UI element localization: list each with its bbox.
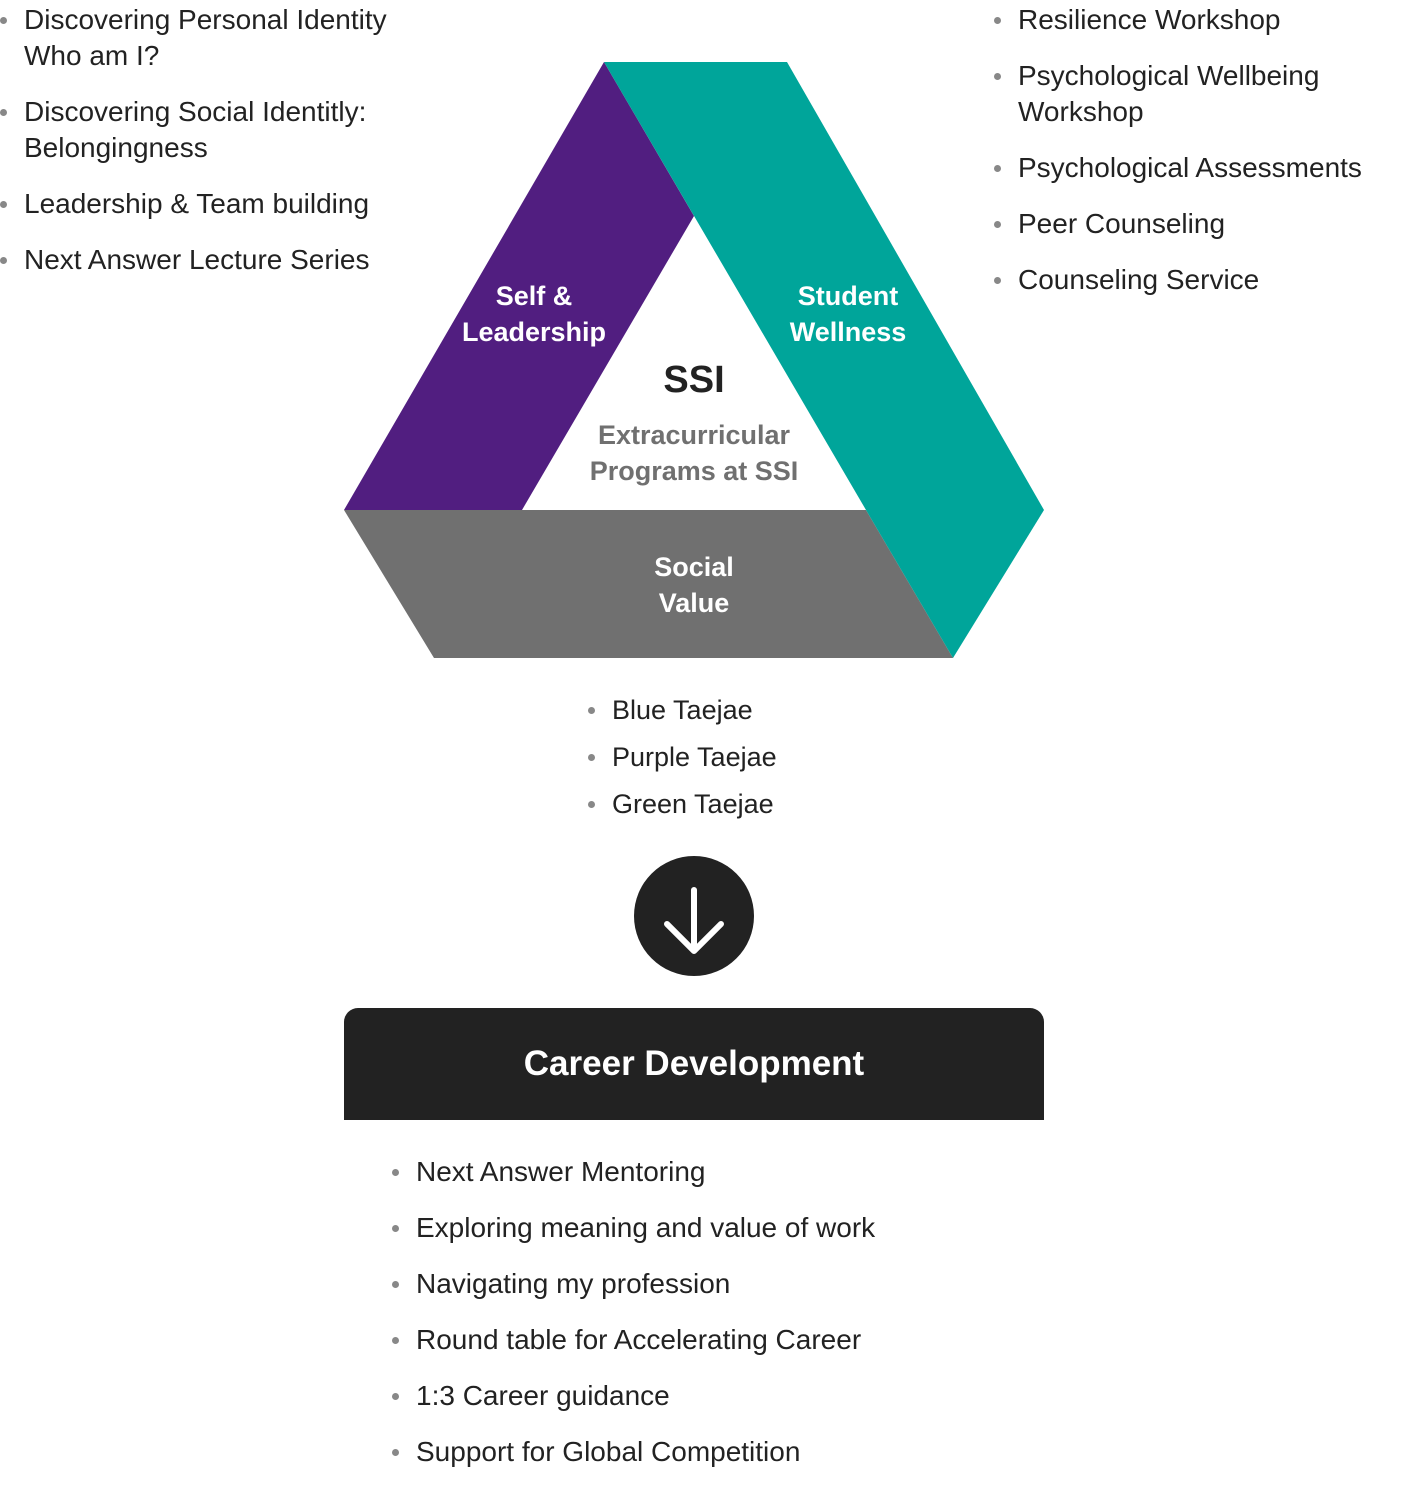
list-item: Psychological Wellbeing Workshop bbox=[994, 58, 1378, 130]
list-item: Blue Taejae bbox=[588, 692, 888, 728]
list-item: Exploring meaning and value of work bbox=[392, 1210, 1012, 1246]
social-value-program-list: Blue Taejae Purple Taejae Green Taejae bbox=[588, 692, 888, 833]
list-item: Discovering Personal Identity Who am I? bbox=[0, 2, 444, 74]
career-program-list: Next Answer Mentoring Exploring meaning … bbox=[392, 1154, 1012, 1490]
center-subtitle: Extracurricular bbox=[598, 420, 791, 450]
list-item: Round table for Accelerating Career bbox=[392, 1322, 1012, 1358]
list-item: Resilience Workshop bbox=[994, 2, 1402, 38]
center-title: SSI bbox=[663, 359, 724, 401]
list-item: Navigating my profession bbox=[392, 1266, 1012, 1302]
student-wellness-label: Wellness bbox=[790, 317, 907, 347]
social-value-label: Social bbox=[654, 552, 734, 582]
list-item: Purple Taejae bbox=[588, 739, 888, 775]
center-subtitle: Programs at SSI bbox=[590, 456, 799, 486]
self-leadership-label: Self & bbox=[496, 281, 573, 311]
list-item: Next Answer Lecture Series bbox=[0, 242, 440, 278]
list-item: Support for Global Competition bbox=[392, 1434, 1012, 1470]
list-item: Counseling Service bbox=[994, 262, 1402, 298]
list-item: Psychological Assessments bbox=[994, 150, 1402, 186]
self-leadership-label: Leadership bbox=[462, 317, 606, 347]
list-item: 1:3 Career guidance bbox=[392, 1378, 1012, 1414]
social-value-label: Value bbox=[659, 588, 730, 618]
list-item: Discovering Social Identitly: Belongingn… bbox=[0, 94, 424, 166]
social-value-band bbox=[344, 510, 953, 658]
student-wellness-band bbox=[604, 62, 1044, 658]
ssi-triangle-diagram: Self & Leadership Student Wellness Socia… bbox=[344, 62, 1044, 658]
list-item: Peer Counseling bbox=[994, 206, 1402, 242]
list-item: Green Taejae bbox=[588, 786, 888, 822]
list-item: Leadership & Team building bbox=[0, 186, 440, 222]
arrow-down-icon bbox=[634, 856, 754, 976]
student-wellness-program-list: Resilience Workshop Psychological Wellbe… bbox=[994, 2, 1402, 318]
self-leadership-program-list: Discovering Personal Identity Who am I? … bbox=[0, 2, 440, 298]
career-development-header: Career Development bbox=[344, 1008, 1044, 1120]
list-item: Next Answer Mentoring bbox=[392, 1154, 1012, 1190]
student-wellness-label: Student bbox=[798, 281, 899, 311]
self-leadership-band bbox=[344, 62, 694, 510]
career-development-title: Career Development bbox=[523, 1044, 865, 1083]
